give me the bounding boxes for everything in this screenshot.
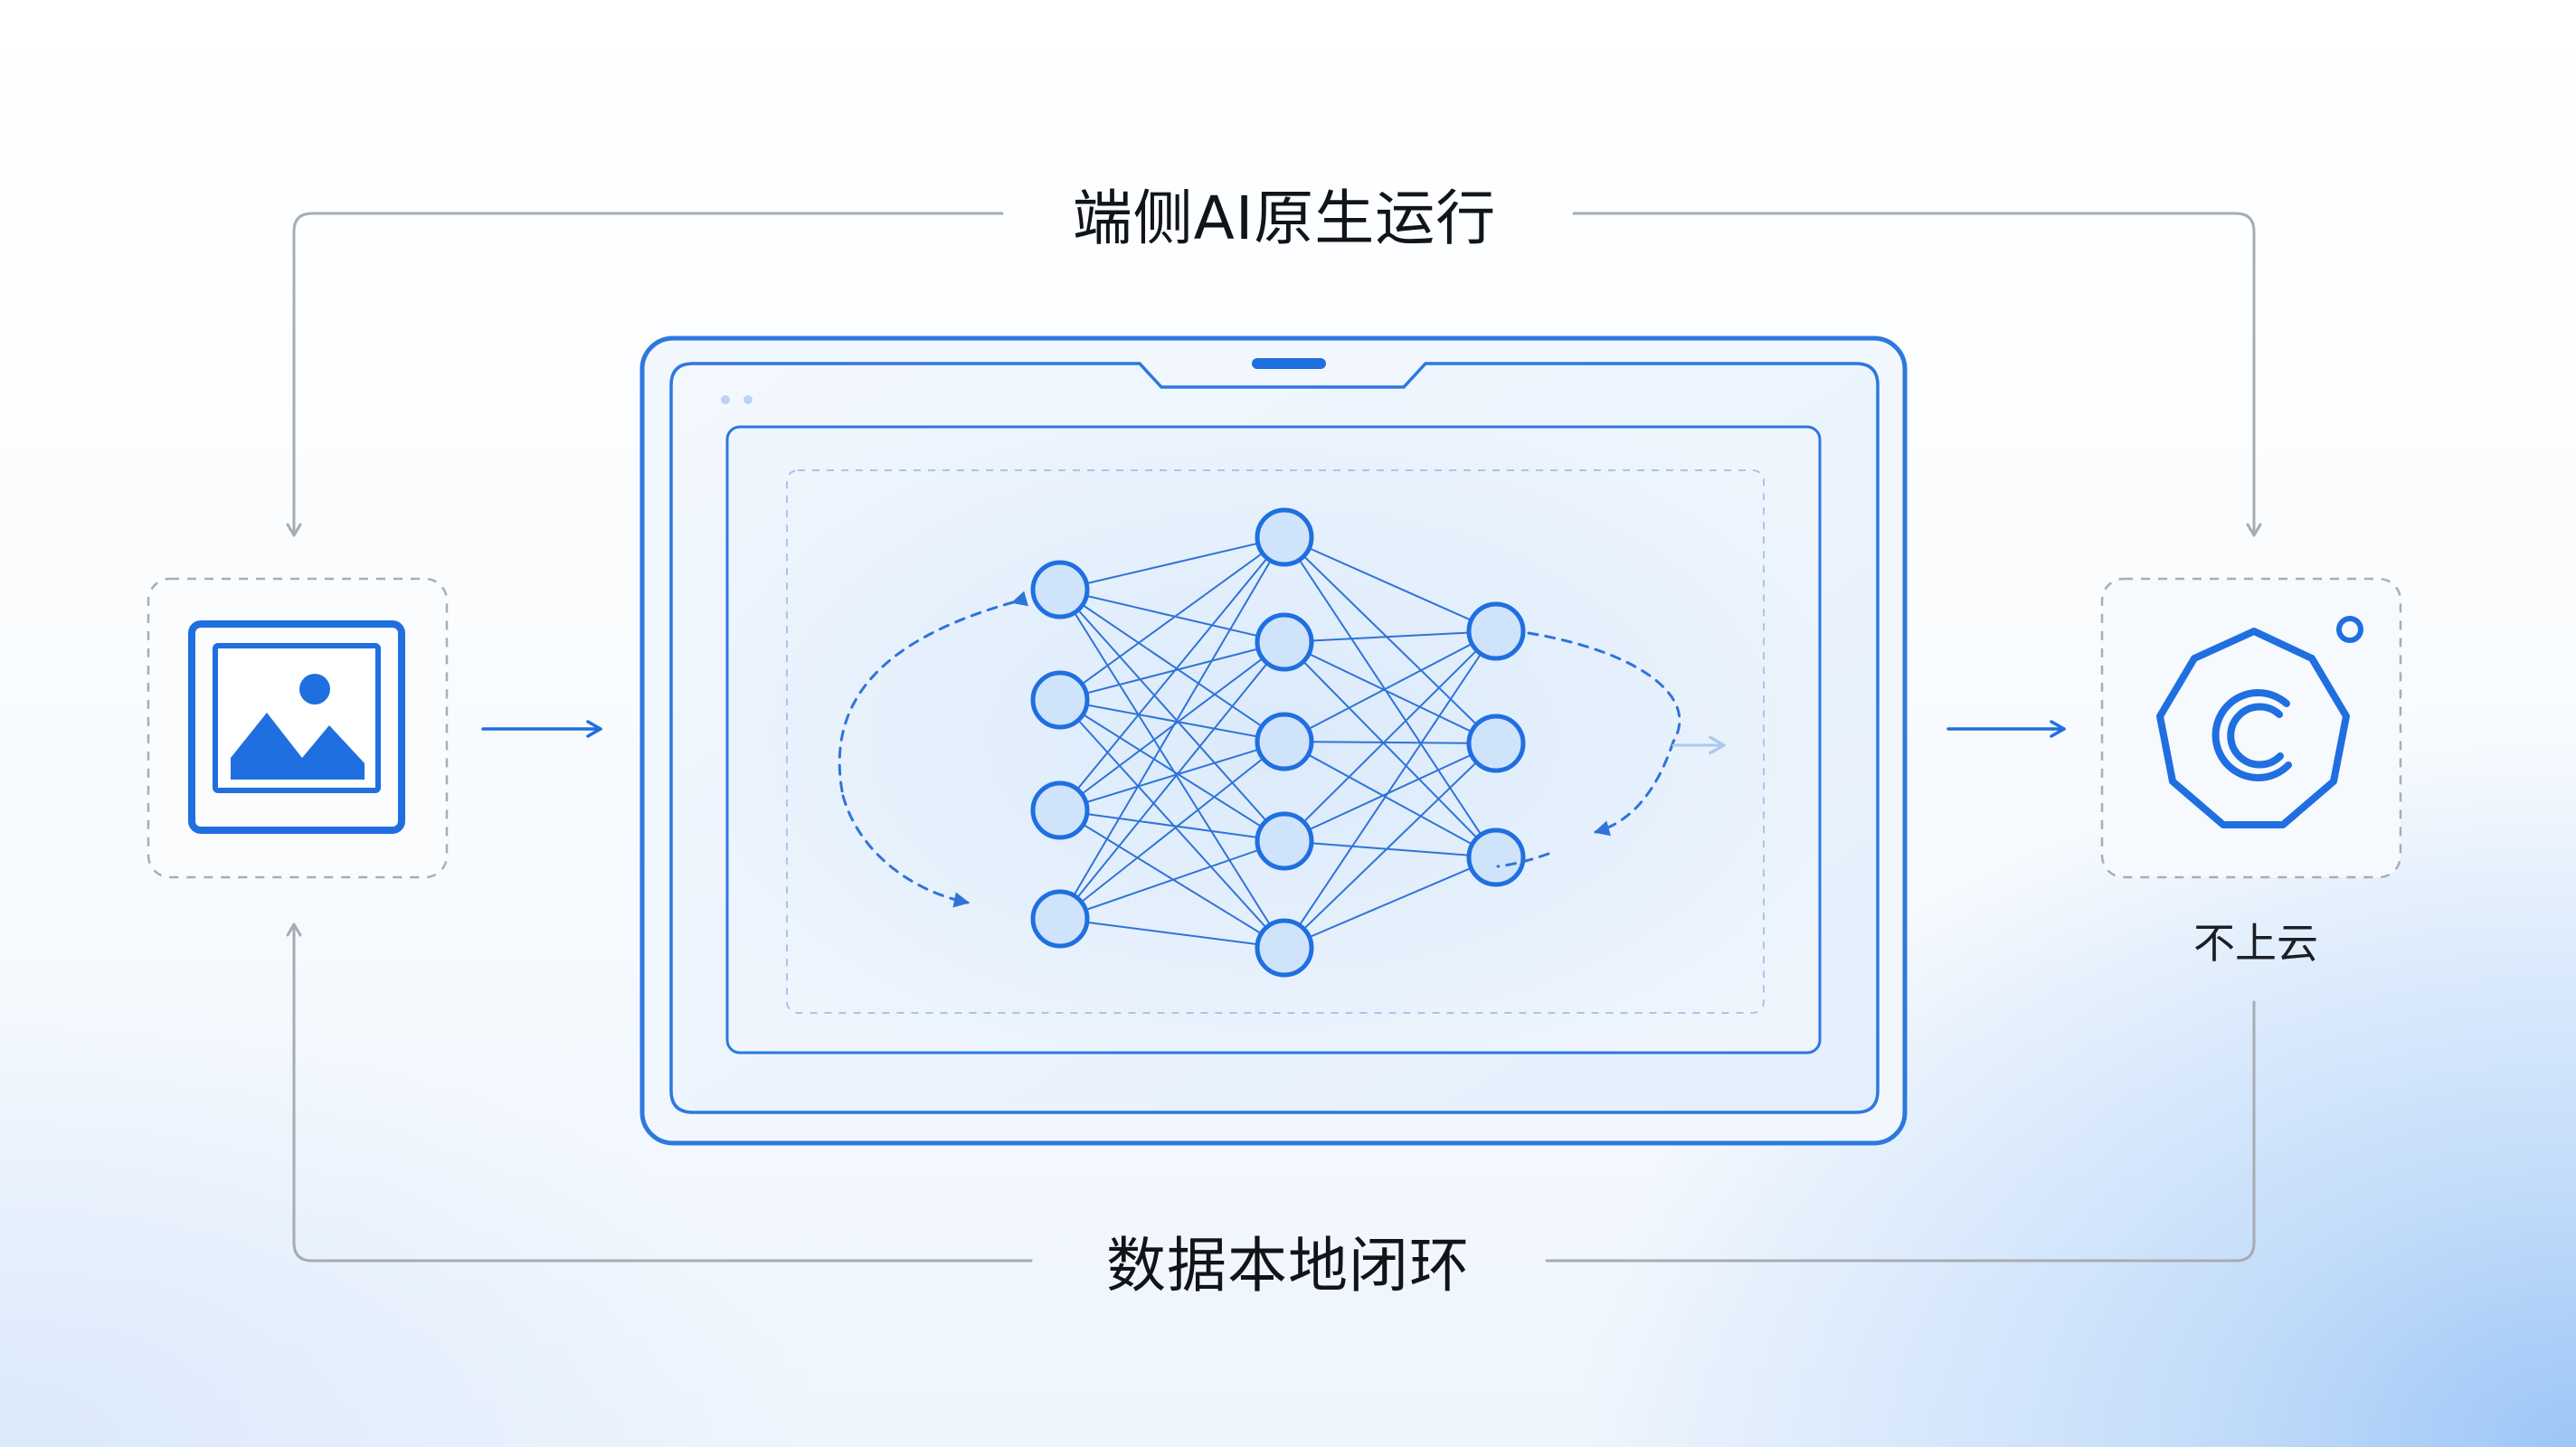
nn-edge — [1059, 589, 1285, 742]
chip-octagon-icon — [2156, 616, 2363, 828]
nn-edge — [1059, 741, 1285, 920]
output-box — [2100, 577, 2402, 879]
cycle-arrows — [838, 591, 1726, 908]
nn-edge — [1059, 536, 1285, 591]
nn-edge — [1059, 641, 1285, 811]
nn-edge — [1059, 699, 1285, 742]
nn-node — [1466, 714, 1526, 773]
nn-edge — [1059, 840, 1285, 920]
nn-edge — [1059, 699, 1285, 949]
camera-notch — [1252, 358, 1326, 369]
nn-edge — [1059, 699, 1285, 842]
nn-edge — [1283, 536, 1497, 632]
neural-network-icon — [838, 507, 1726, 978]
nn-edge — [1283, 630, 1497, 643]
nn-node — [1255, 612, 1314, 672]
nn-edge — [1059, 809, 1285, 842]
nn-node — [1255, 918, 1314, 978]
nn-edge — [1283, 630, 1497, 842]
nn-edge — [1059, 589, 1285, 842]
connector-bottom — [286, 922, 2256, 1263]
nn-node — [1255, 811, 1314, 871]
nn-node — [1466, 828, 1526, 887]
nn-edge — [1283, 741, 1497, 858]
nn-edge — [1059, 589, 1285, 949]
nn-edge — [1283, 630, 1497, 742]
nn-edge — [1283, 742, 1497, 949]
nn-edge — [1283, 856, 1497, 949]
nn-edge — [1059, 536, 1285, 701]
nn-edge — [1283, 536, 1497, 858]
nn-node — [1030, 670, 1090, 730]
label-on-device-ai: 端侧AI原生运行 — [1072, 184, 1497, 253]
nn-edge — [1059, 536, 1285, 920]
nn-edge — [1059, 536, 1285, 811]
nn-node — [1030, 560, 1090, 619]
nn-edge — [1283, 840, 1497, 858]
nn-edge — [1283, 536, 1497, 744]
nn-edge — [1059, 641, 1285, 920]
nn-node — [1255, 712, 1314, 771]
nn-edge — [1059, 918, 1285, 949]
nn-edge — [1059, 741, 1285, 811]
image-icon — [188, 620, 405, 834]
nn-edge — [1283, 741, 1497, 744]
nn-edge — [1283, 641, 1497, 744]
connector-top — [286, 212, 2262, 537]
label-local-data-loop: 数据本地闭环 — [1106, 1231, 1470, 1300]
nn-node — [1030, 780, 1090, 840]
nn-node — [1030, 889, 1090, 949]
nn-edge — [1283, 742, 1497, 842]
label-no-cloud: 不上云 — [2193, 919, 2318, 968]
nn-edge — [1283, 641, 1497, 858]
nn-node — [1466, 601, 1526, 661]
nn-edge — [1283, 630, 1497, 949]
input-box — [147, 577, 449, 879]
nn-node — [1255, 507, 1314, 567]
nn-edge — [1059, 589, 1285, 643]
nn-edge — [1059, 641, 1285, 701]
